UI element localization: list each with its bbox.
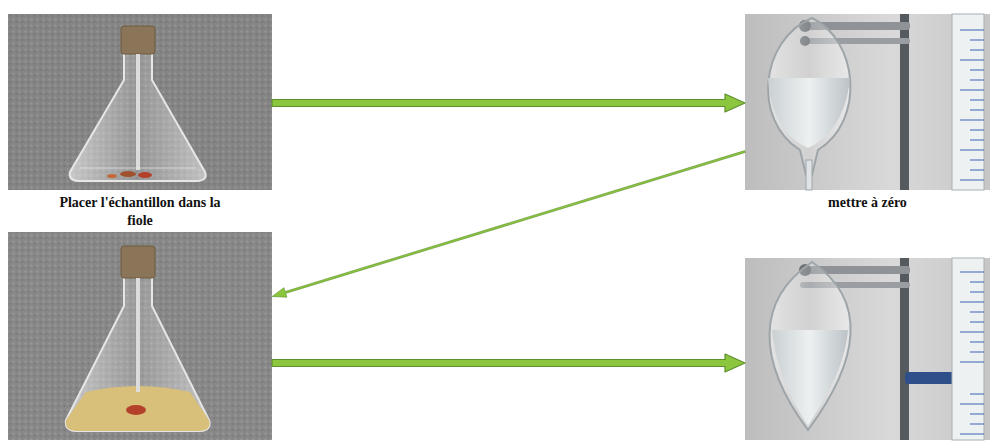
step-arrow: [272, 354, 745, 372]
step-arrow: [272, 94, 745, 112]
burette-photo: [745, 258, 990, 440]
step-caption: mettre à zéro: [768, 194, 968, 212]
photo-step: mettre à zéro: [745, 14, 990, 214]
photo-step: Placer l'échantillon dans la fiole: [8, 14, 272, 232]
step-arrow: [272, 151, 745, 298]
flask-photo: [8, 14, 272, 190]
photo-step: [8, 232, 272, 442]
flask-photo: [8, 232, 272, 440]
photo-step: [745, 258, 990, 442]
step-caption: Placer l'échantillon dans la fiole: [55, 194, 225, 230]
burette-photo: [745, 14, 990, 190]
